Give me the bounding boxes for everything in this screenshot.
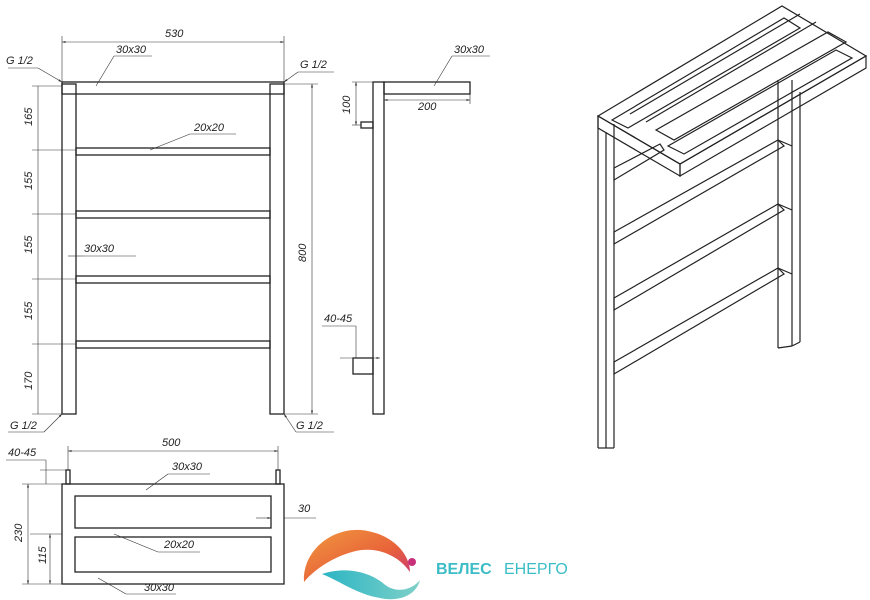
right-post: [269, 83, 285, 415]
rung-size-label: 20x20: [193, 122, 225, 134]
logo-dot: [408, 558, 416, 566]
logo-swoosh-cool: [322, 570, 420, 600]
top-bar: [61, 81, 285, 95]
top-gap-label: 30: [298, 503, 311, 515]
width-label: 530: [165, 28, 184, 40]
spacing-label-4: 155: [23, 301, 35, 320]
top-frame-outer: [61, 483, 285, 585]
top-depth-label: 230: [13, 523, 25, 543]
spacing-label-3: 155: [23, 235, 35, 254]
top-offset-label: 40-45: [8, 447, 37, 459]
top-connector-left: [65, 469, 71, 485]
connector-bottom-left-label: G 1/2: [10, 420, 37, 432]
isometric-view: [596, 5, 868, 449]
top-pipe-label: 30x30: [116, 44, 147, 56]
top-connector-stub: [360, 121, 374, 129]
side-post: [372, 81, 385, 415]
top-half-label: 115: [37, 546, 49, 564]
rung-2: [75, 210, 271, 219]
top-frame-slot-1: [74, 495, 272, 529]
top-bottom-frame-label: 30x30: [144, 582, 175, 594]
post-size-label: 30x30: [84, 243, 115, 255]
top-connector-right: [275, 469, 281, 485]
brand-name-bold: ВЕЛЕС: [436, 561, 492, 578]
top-frame-slot-2: [74, 536, 272, 573]
connector-top-left-label: G 1/2: [6, 55, 33, 67]
top-frame-label: 30x30: [172, 461, 203, 473]
shelf-height-label: 100: [341, 95, 353, 114]
front-view: 530 30x30 G 1/2 G 1/2 20x20 30x30 165: [6, 28, 334, 433]
top-view: 500 40-45 30x30 30 230 115 20x20 30x30: [6, 437, 316, 595]
top-width-label: 500: [162, 437, 181, 449]
offset-label: 40-45: [324, 313, 353, 325]
connector-top-right-label: G 1/2: [300, 59, 327, 71]
spacing-dimensions: 165 155 155 155 170: [23, 85, 76, 415]
bottom-connector-stub: [352, 357, 374, 375]
logo-swoosh-warm: [303, 529, 410, 582]
spacing-label-1: 165: [23, 107, 35, 126]
shelf-arm: [383, 81, 471, 95]
rung-3: [75, 275, 271, 284]
spacing-label-2: 155: [23, 171, 35, 190]
shelf-depth-label: 200: [417, 101, 437, 113]
spacing-label-5: 170: [23, 371, 35, 390]
rung-4: [75, 340, 271, 349]
brand-logo: ВЕЛЕС ЕНЕРГО: [303, 529, 568, 600]
left-post: [61, 83, 77, 415]
height-label: 800: [297, 243, 309, 262]
shelf-pipe-label: 30x30: [454, 44, 485, 56]
brand-name-light: ЕНЕРГО: [504, 561, 568, 578]
side-view: 30x30 100 200 40-45: [322, 44, 490, 415]
connector-bottom-right-label: G 1/2: [296, 420, 323, 432]
rung-1: [75, 147, 271, 156]
top-rung-label: 20x20: [163, 539, 195, 551]
